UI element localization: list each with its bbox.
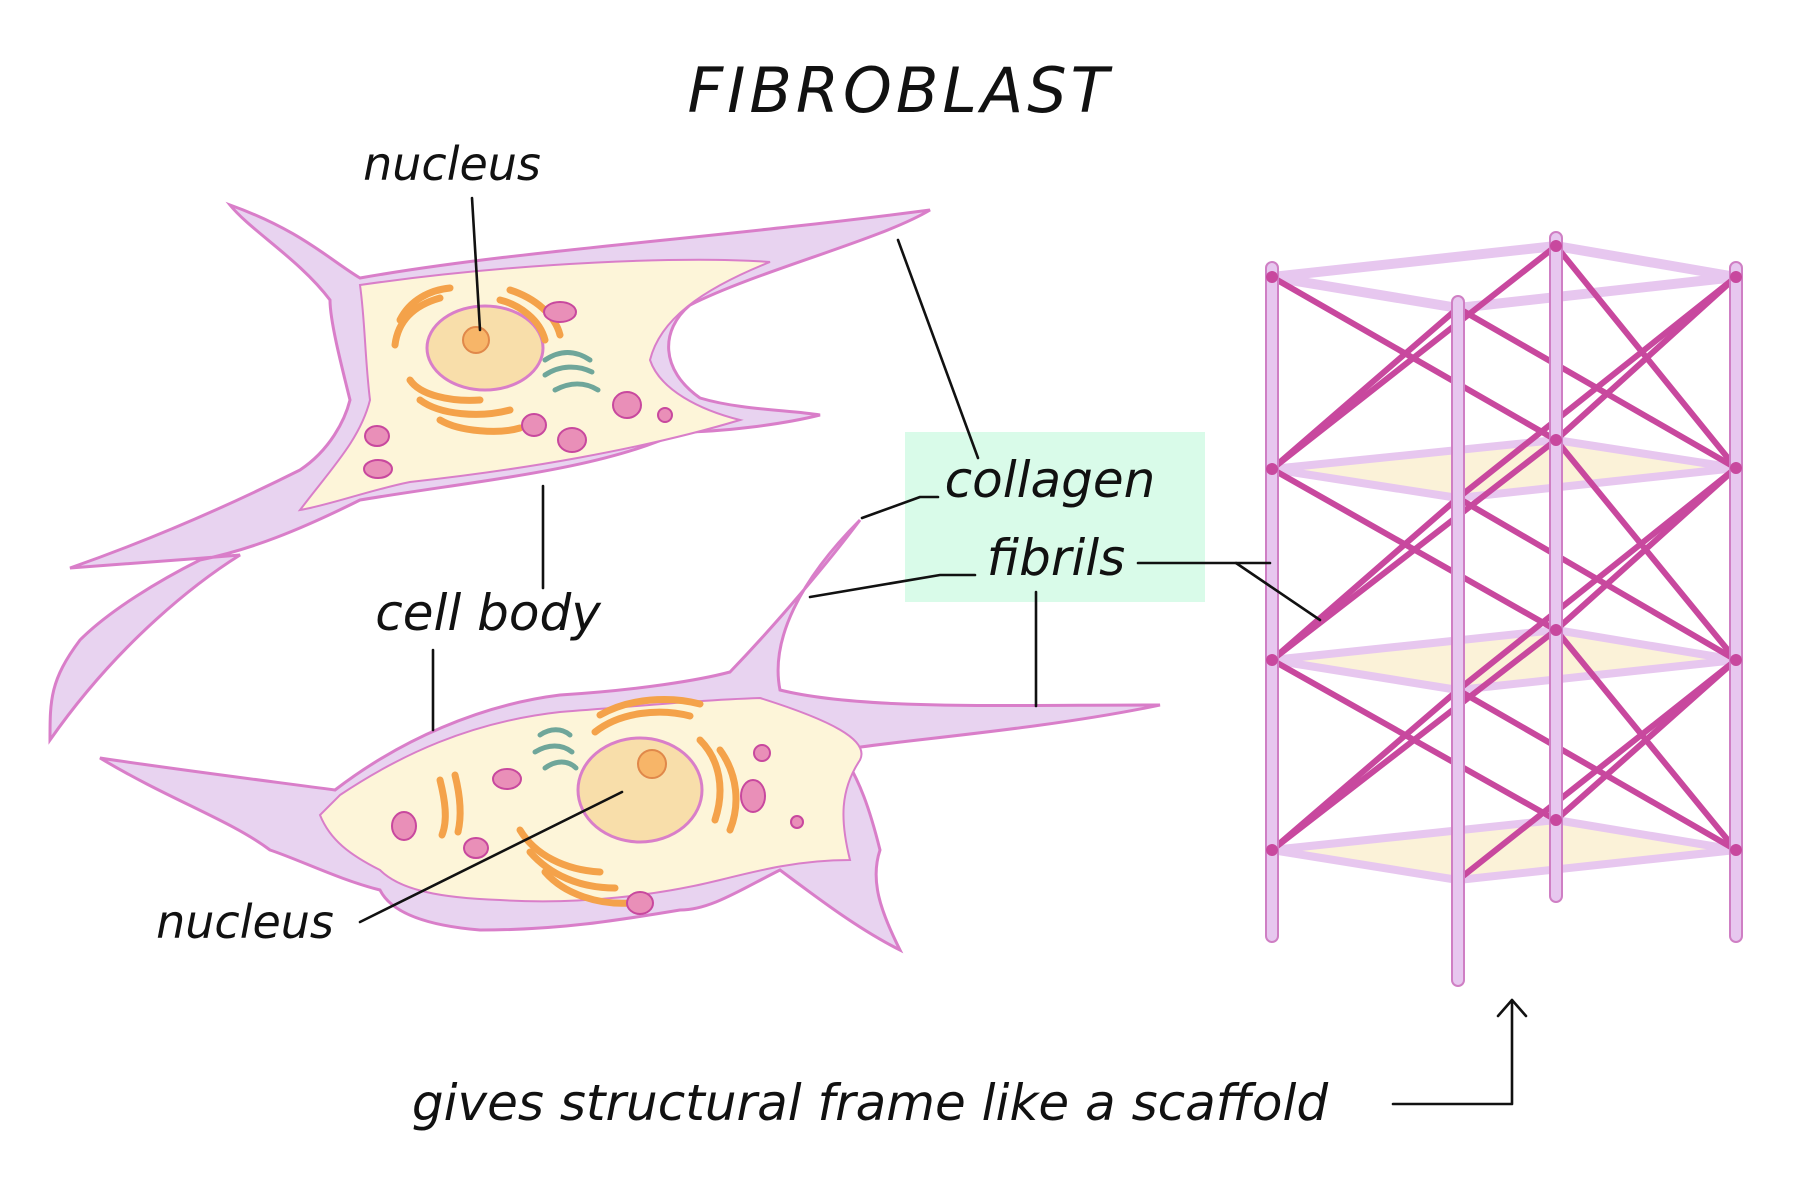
bottom-mitochondria [391,744,804,915]
bottom-fibroblast-cell [99,518,1161,954]
leader-nucleus-top [470,196,482,332]
caption-arrow [1391,998,1514,1106]
top-cell-cytoplasm [297,258,771,512]
leader-collagen-top [896,238,980,460]
leader-collagen-upper [860,495,940,520]
leader-lines [358,196,1528,1106]
scaffold-poles [1265,231,1743,987]
bottom-nucleus [576,736,704,844]
scaffold-structure [1265,231,1743,987]
top-fibroblast-cell [48,201,931,745]
diagram-title: FIBROBLAST [687,54,1112,127]
caption-arrowhead [1496,998,1528,1018]
label-cell-body: cell body [375,584,602,642]
scaffold-top-frame [1267,241,1741,313]
label-nucleus-bottom: nucleus [156,895,334,949]
bottom-golgi [436,695,740,907]
top-er [542,350,601,393]
bottom-er [532,727,579,771]
top-mitochondria [363,301,673,479]
scaffold-joints [1266,240,1742,856]
label-nucleus-top: nucleus [363,137,541,191]
label-collagen: collagen [945,451,1156,509]
leader-nucleus-bottom [358,790,624,924]
top-golgi [391,284,564,435]
caption-text: gives structural frame like a scaffold [412,1074,1328,1132]
leader-fibrils-left [808,573,977,599]
bottom-nucleolus [637,749,667,779]
scaffold-braces [1269,243,1739,883]
collagen-highlight-box [905,432,1205,602]
label-fibrils: fibrils [987,529,1125,587]
top-nucleolus [462,326,490,354]
